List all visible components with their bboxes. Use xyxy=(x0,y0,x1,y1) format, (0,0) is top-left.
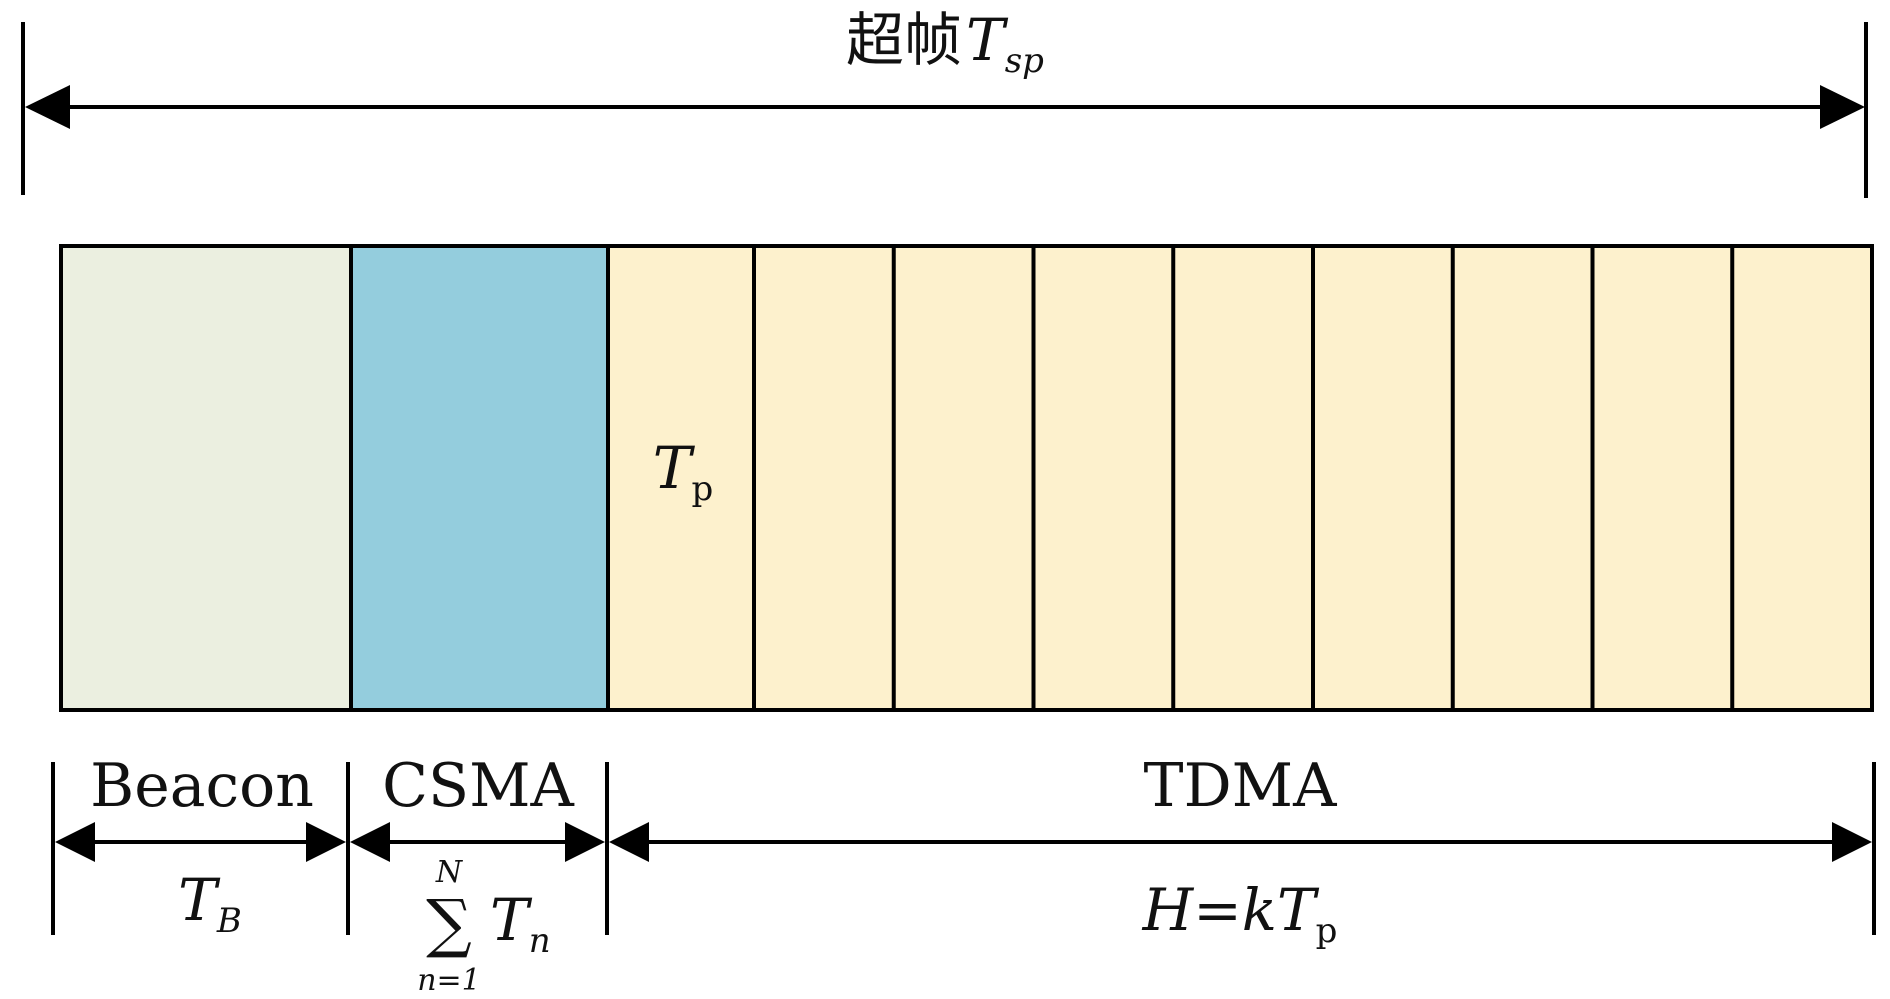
csma-arrow-left-icon xyxy=(350,822,390,862)
superframe-label-cn: 超帧 xyxy=(846,6,962,74)
superframe-subscript: sp xyxy=(1005,41,1044,81)
tdma-duration-coef: k xyxy=(1242,876,1277,944)
superframe-arrow-right-icon xyxy=(1820,85,1865,129)
tdma-arrow-left-icon xyxy=(609,822,649,862)
csma-arrow-right-icon xyxy=(565,822,605,862)
csma-name: CSMA xyxy=(382,751,574,821)
frame: Tp xyxy=(59,244,1874,712)
slot-duration-label: Tp xyxy=(653,434,713,509)
tdma-segment xyxy=(606,244,1874,712)
segment-dimensions: Beacon CSMA TDMA TB N ∑ n=1 Tn H=kTp xyxy=(51,751,1876,998)
csma-duration: N ∑ n=1 Tn xyxy=(417,855,550,998)
tdma-duration-symbol: T xyxy=(1277,876,1320,944)
csma-sum-term: Tn xyxy=(490,886,551,961)
csma-term-subscript: n xyxy=(529,921,551,961)
beacon-duration-symbol: T xyxy=(178,866,221,934)
slot-symbol: T xyxy=(653,434,696,502)
csma-sum-sign: ∑ xyxy=(426,887,472,961)
csma-term-symbol: T xyxy=(490,886,533,954)
tdma-name: TDMA xyxy=(1144,751,1338,821)
csma-sum-lower: n=1 xyxy=(417,963,481,998)
tdma-duration-eq: = xyxy=(1193,876,1242,944)
superframe-title: 超帧Tsp xyxy=(846,6,1044,81)
superframe-arrow-left-icon xyxy=(25,85,70,129)
csma-segment xyxy=(349,244,610,712)
tdma-arrow-right-icon xyxy=(1832,822,1872,862)
tdma-duration-lhs: H xyxy=(1142,876,1195,944)
tdma-duration: H=kTp xyxy=(1142,876,1338,951)
superframe-symbol: T xyxy=(966,6,1009,74)
beacon-duration: TB xyxy=(178,866,242,941)
beacon-segment xyxy=(59,244,353,712)
beacon-duration-subscript: B xyxy=(216,901,242,941)
tdma-slot-dividers xyxy=(752,246,1735,710)
slot-subscript: p xyxy=(691,469,713,509)
beacon-arrow-right-icon xyxy=(306,822,346,862)
beacon-arrow-left-icon xyxy=(55,822,95,862)
beacon-name: Beacon xyxy=(90,751,314,821)
superframe-dimension: 超帧Tsp xyxy=(21,6,1868,198)
csma-sum-upper: N xyxy=(435,855,464,890)
tdma-duration-subscript: p xyxy=(1316,911,1338,951)
